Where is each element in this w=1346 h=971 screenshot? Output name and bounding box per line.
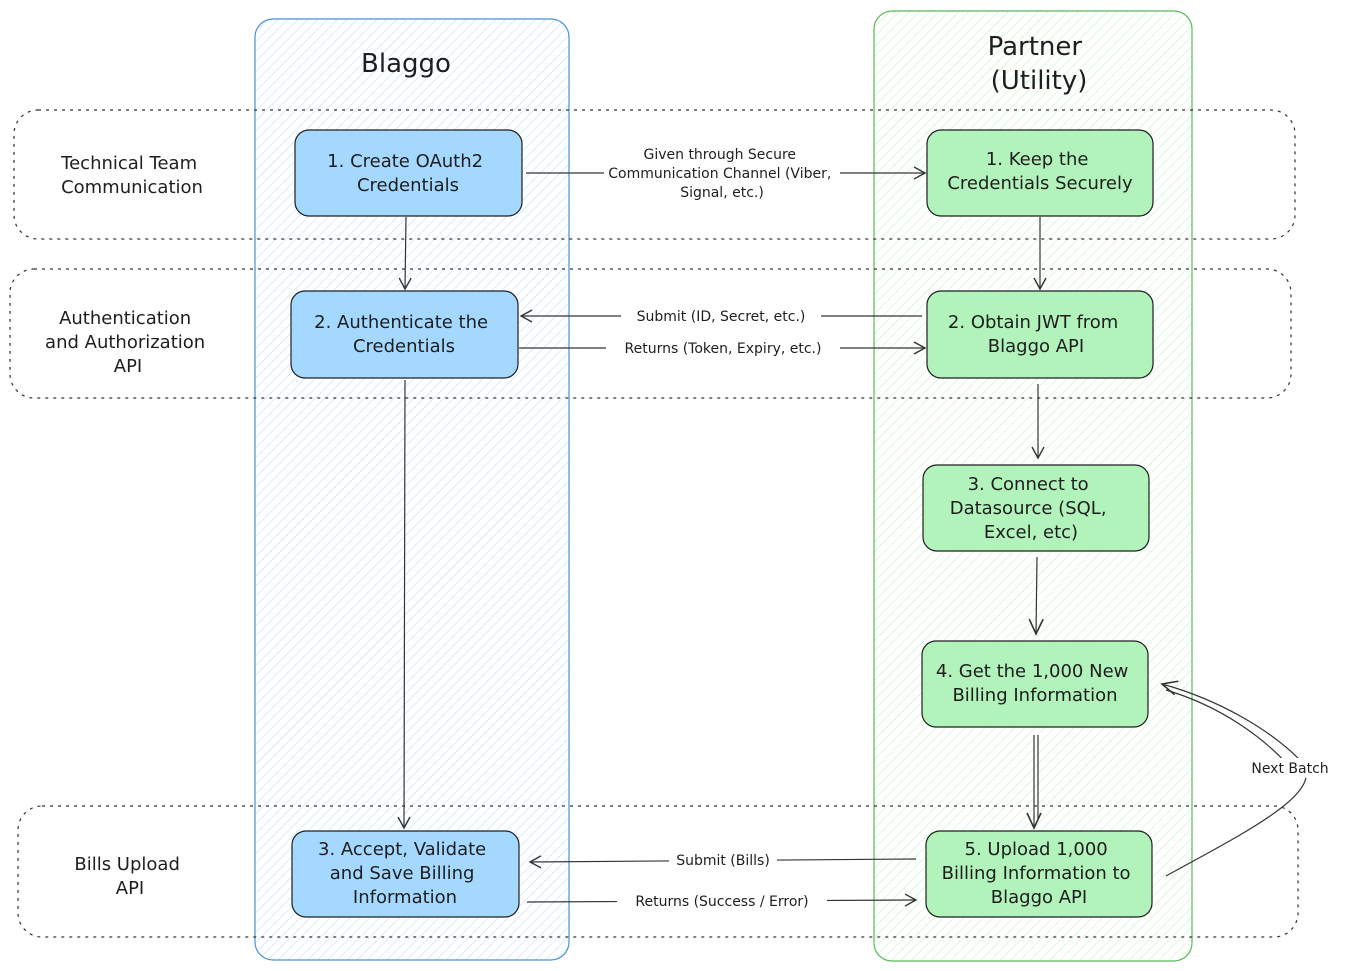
- node-blaggo-create-credentials[interactable]: 1. Create OAuth2 Credentials: [294, 129, 523, 217]
- node-partner-keep-credentials[interactable]: 1. Keep the Credentials Securely: [926, 129, 1154, 217]
- edge-label-next-batch: Next Batch: [1244, 758, 1336, 778]
- edge-label-given-line1: Given through Secure: [643, 147, 796, 163]
- svg-text:1. Keep the Credentials: 1. Keep the Credentials Securely: [947, 149, 1133, 194]
- lane-title-partner-line1: Partner: [988, 32, 1083, 62]
- edge-label-submit-auth-text: Submit (ID, Secret, etc.): [637, 309, 806, 325]
- row-label-auth-line3: API: [114, 356, 142, 377]
- lane-title-partner: Partner (Utility): [988, 32, 1091, 96]
- node-b2-line1: 2. Authenticate the: [314, 312, 488, 333]
- edge-label-returns-auth: Returns (Token, Expiry, etc.): [606, 338, 840, 358]
- node-p1-line1: 1. Keep the: [986, 149, 1089, 170]
- row-label-technical-line1: Technical Team: [60, 153, 197, 174]
- row-label-auth: Authentication and Authorization API: [45, 308, 211, 377]
- node-p3-line3: Excel, etc): [984, 522, 1078, 543]
- node-partner-get-billing[interactable]: 4. Get the 1,000 New Billing Information: [921, 640, 1149, 728]
- node-partner-upload-billing[interactable]: 5. Upload 1,000 Billing Information to B…: [925, 830, 1153, 918]
- node-p1-line2: Credentials Securely: [947, 173, 1133, 194]
- svg-text:2. Authenticate the Cred: 2. Authenticate the Credentials: [314, 312, 494, 357]
- lane-blaggo: [254, 18, 570, 961]
- row-group-technical: [13, 109, 1296, 240]
- node-p4-line1: 4. Get the 1,000 New: [936, 661, 1128, 682]
- node-b2-line2: Credentials: [353, 336, 455, 357]
- node-p4-line2: Billing Information: [952, 685, 1117, 706]
- svg-text:3. Connect to Datasource: 3. Connect to Datasource (SQL, Excel, et…: [950, 474, 1113, 543]
- edge-p3-p4: [1028, 556, 1044, 636]
- node-b1-line1: 1. Create OAuth2: [327, 151, 483, 172]
- node-p5-line3: Blaggo API: [991, 887, 1087, 908]
- svg-text:5. Upload 1,000 Billing: 5. Upload 1,000 Billing Information to B…: [942, 839, 1137, 908]
- row-label-auth-line2: and Authorization: [45, 332, 205, 353]
- edge-label-given: Given through Secure Communication Chann…: [604, 144, 840, 202]
- row-group-bills: [17, 805, 1299, 938]
- svg-text:1. Create OAuth2 Credent: 1. Create OAuth2 Credentials: [327, 151, 489, 196]
- node-p5-line1: 5. Upload 1,000: [965, 839, 1108, 860]
- node-p3-line2: Datasource (SQL,: [950, 498, 1107, 519]
- node-p5-line2: Billing Information to: [942, 863, 1131, 884]
- node-p2-line1: 2. Obtain JWT from: [948, 312, 1118, 333]
- svg-text:4. Get the 1,000 New Bil: 4. Get the 1,000 New Billing Information: [936, 661, 1134, 706]
- node-partner-obtain-jwt[interactable]: 2. Obtain JWT from Blaggo API: [926, 290, 1154, 379]
- edge-label-given-line2: Communication Channel (Viber,: [608, 166, 831, 182]
- node-partner-connect-datasource[interactable]: 3. Connect to Datasource (SQL, Excel, et…: [922, 464, 1150, 552]
- node-blaggo-authenticate[interactable]: 2. Authenticate the Credentials: [290, 290, 519, 379]
- edge-label-returns-bills: Returns (Success / Error): [617, 891, 827, 911]
- row-label-technical: Technical Team Communication: [60, 153, 203, 198]
- row-label-bills: Bills Upload API: [74, 854, 185, 899]
- svg-text:3. Accept, Validate and: 3. Accept, Validate and Save Billing Inf…: [318, 839, 492, 908]
- node-b1-line2: Credentials: [357, 175, 459, 196]
- row-label-bills-line1: Bills Upload: [74, 854, 180, 875]
- lane-title-blaggo: Blaggo: [361, 49, 451, 79]
- node-b3-line2: and Save Billing: [330, 863, 475, 884]
- row-label-technical-line2: Communication: [61, 177, 203, 198]
- row-label-bills-line2: API: [116, 878, 144, 899]
- node-p2-line2: Blaggo API: [988, 336, 1084, 357]
- lane-title-partner-line2: (Utility): [991, 66, 1088, 96]
- edge-b1-b2: [398, 216, 412, 291]
- edge-b2-b3: [397, 379, 411, 830]
- node-blaggo-accept-validate[interactable]: 3. Accept, Validate and Save Billing Inf…: [291, 830, 520, 918]
- edge-label-next-batch-text: Next Batch: [1251, 761, 1328, 777]
- edge-label-submit-bills: Submit (Bills): [669, 850, 777, 870]
- node-b3-line1: 3. Accept, Validate: [318, 839, 486, 860]
- svg-text:2. Obtain JWT from Blagg: 2. Obtain JWT from Blaggo API: [948, 312, 1124, 357]
- edge-label-submit-auth: Submit (ID, Secret, etc.): [621, 306, 821, 326]
- node-p3-line1: 3. Connect to: [968, 474, 1089, 495]
- row-group-auth: [9, 268, 1292, 399]
- edge-label-submit-bills-text: Submit (Bills): [676, 853, 770, 869]
- row-label-auth-line1: Authentication: [59, 308, 191, 329]
- node-b3-line3: Information: [353, 887, 457, 908]
- edge-label-given-line3: Signal, etc.): [680, 185, 764, 201]
- edge-label-returns-auth-text: Returns (Token, Expiry, etc.): [625, 341, 822, 357]
- svg-text:Given through Secure Com: Given through Secure Communication Chann…: [608, 147, 836, 201]
- edge-label-returns-bills-text: Returns (Success / Error): [635, 894, 808, 910]
